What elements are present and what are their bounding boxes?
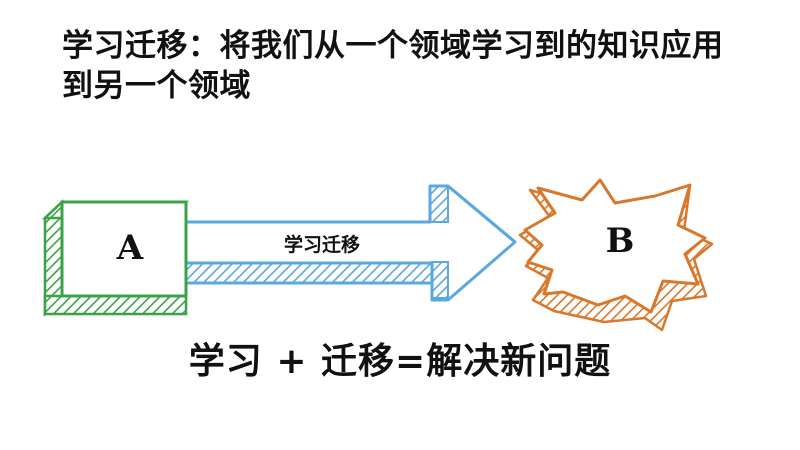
slide-caption: 学习 + 迁移=解决新问题: [188, 341, 612, 382]
source-box-label: A: [116, 228, 144, 268]
target-star: B: [518, 178, 714, 332]
arrow-label: 学习迁移: [284, 233, 360, 256]
transfer-arrow: 学习迁移: [183, 184, 517, 302]
slide-title: 学习迁移：将我们从一个领域学习到的知识应用到另一个领域: [62, 28, 724, 104]
source-box: A: [41, 199, 190, 317]
target-star-label: B: [606, 221, 635, 261]
